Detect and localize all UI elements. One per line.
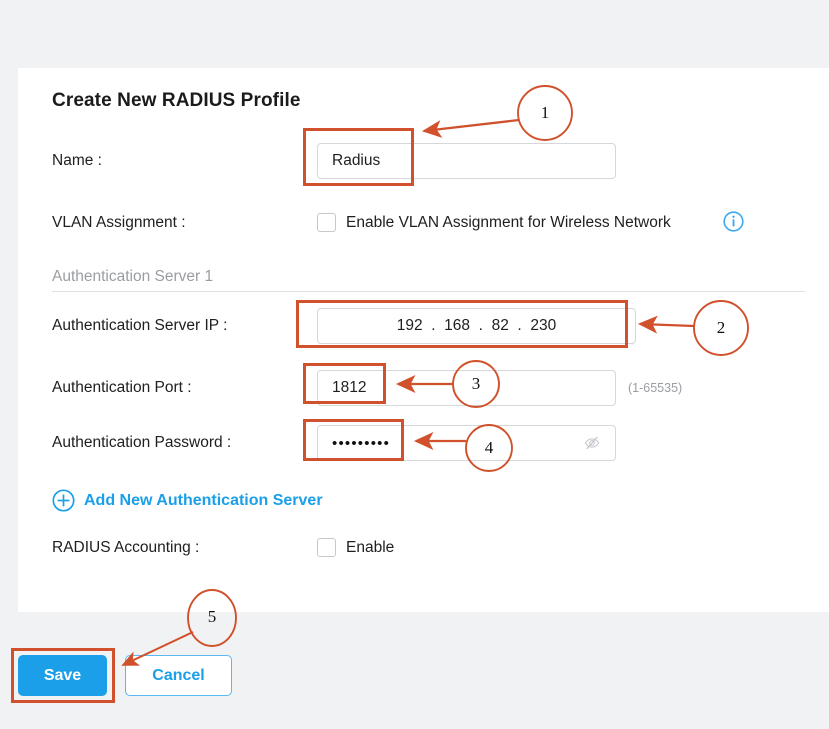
vlan-assignment-checkbox[interactable] [317, 213, 336, 232]
row-auth-port: Authentication Port : [18, 368, 829, 408]
add-auth-server-link[interactable]: Add New Authentication Server [52, 489, 323, 512]
vlan-assignment-checkbox-label: Enable VLAN Assignment for Wireless Netw… [346, 214, 671, 231]
save-button[interactable]: Save [18, 655, 107, 696]
radius-accounting-checkbox[interactable] [317, 538, 336, 557]
radius-accounting-label: RADIUS Accounting : [52, 539, 200, 556]
page-title: Create New RADIUS Profile [52, 90, 301, 111]
auth-password-input[interactable]: ••••••••• [317, 425, 616, 461]
auth-server-ip-value: 192 . 168 . 82 . 230 [396, 317, 557, 334]
vlan-assignment-label: VLAN Assignment : [52, 214, 186, 231]
auth-port-hint: (1-65535) [628, 381, 683, 395]
section-header-auth-server-1: Authentication Server 1 [52, 268, 214, 285]
section-divider [52, 291, 805, 292]
auth-port-value: 1812 [332, 379, 367, 396]
auth-server-ip-input[interactable]: 192 . 168 . 82 . 230 [317, 308, 636, 344]
row-auth-server-ip: Authentication Server IP : [18, 306, 829, 346]
row-radius-accounting: RADIUS Accounting : [18, 528, 829, 568]
radius-accounting-checkbox-label: Enable [346, 539, 395, 556]
row-auth-password: Authentication Password : [18, 423, 829, 463]
cancel-button[interactable]: Cancel [125, 655, 232, 696]
plus-circle-icon [52, 489, 75, 512]
radius-profile-card: Create New RADIUS Profile Name : Radius … [18, 68, 829, 612]
row-vlan-assignment: VLAN Assignment : [18, 203, 829, 243]
auth-port-input[interactable]: 1812 [317, 370, 616, 406]
name-label: Name : [52, 152, 102, 169]
row-name: Name : [18, 141, 829, 181]
auth-port-label: Authentication Port : [52, 379, 192, 396]
name-input-value: Radius [332, 152, 381, 169]
info-icon[interactable] [723, 211, 744, 232]
add-auth-server-label: Add New Authentication Server [84, 491, 323, 509]
auth-password-value: ••••••••• [332, 434, 391, 452]
auth-password-label: Authentication Password : [52, 434, 232, 451]
name-input[interactable]: Radius [317, 143, 616, 179]
auth-server-ip-label: Authentication Server IP : [52, 317, 228, 334]
eye-slash-icon[interactable] [583, 434, 601, 452]
